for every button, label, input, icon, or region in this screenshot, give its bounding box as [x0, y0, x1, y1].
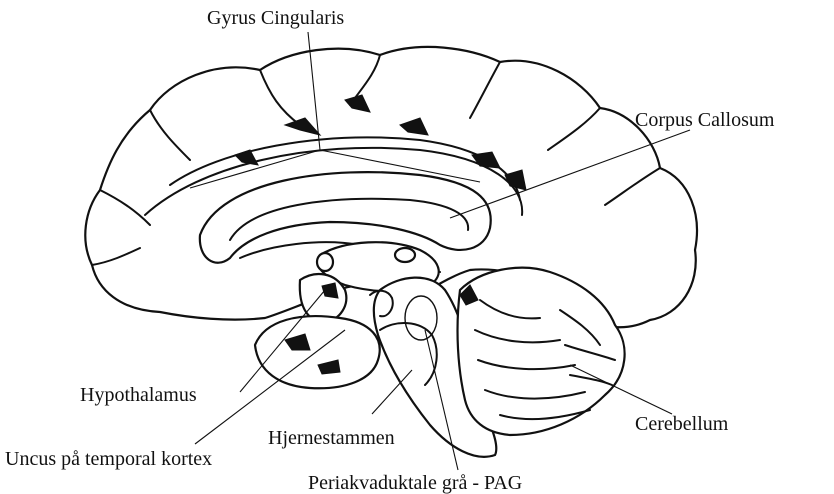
hypothalamus-region: [300, 274, 347, 322]
label-hypothalamus: Hypothalamus: [80, 384, 197, 406]
label-uncus: Uncus på temporal kortex: [5, 448, 212, 470]
label-pag: Periakvaduktale grå - PAG: [308, 472, 522, 494]
label-corpus-callosum: Corpus Callosum: [635, 109, 775, 131]
mammillary-body: [317, 253, 333, 271]
anterior-commissure: [395, 248, 415, 262]
label-gyrus-cingularis: Gyrus Cingularis: [207, 7, 344, 29]
label-cerebellum: Cerebellum: [635, 413, 729, 435]
label-hjernestammen: Hjernestammen: [268, 427, 395, 449]
